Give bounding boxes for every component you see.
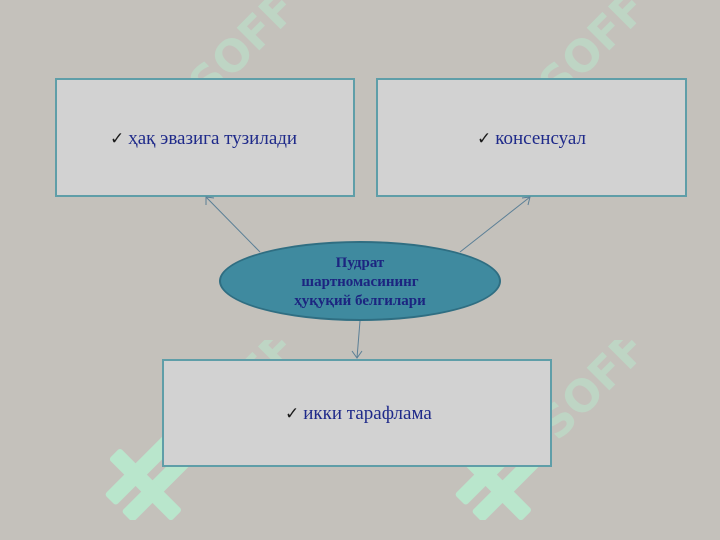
center-title: Пудрат шартномасининг ҳуқуқий белгилари [221,254,499,311]
arrowhead-top-left [205,196,215,205]
box-bottom-label: ✓икки тарафлама [285,403,432,425]
arrow-to-top-left [205,196,261,253]
box-bottom-text: икки тарафлама [303,403,432,424]
check-icon: ✓ [285,404,300,423]
check-icon: ✓ [477,129,492,148]
box-top-left-text: ҳақ эвазига тузилади [128,128,298,149]
arrow-to-bottom [356,320,361,359]
arrowhead-bottom [351,350,363,359]
arrow-to-top-right [459,196,531,253]
box-top-right-text: консенсуал [495,128,586,149]
box-top-right [376,78,687,197]
check-icon: ✓ [110,129,125,148]
center-title-line: ҳуқуқий белгилари [294,293,426,309]
center-title-line: шартномасининг [301,274,419,290]
box-top-left [55,78,355,197]
box-bottom [162,359,552,467]
arrowhead-top-right [521,196,531,206]
center-ellipse: Пудрат шартномасининг ҳуқуқий белгилари [219,241,501,321]
box-top-left-label: ✓ҳақ эвазига тузилади [110,128,297,150]
box-top-right-label: ✓консенсуал [477,128,586,150]
center-title-line: Пудрат [335,255,385,271]
